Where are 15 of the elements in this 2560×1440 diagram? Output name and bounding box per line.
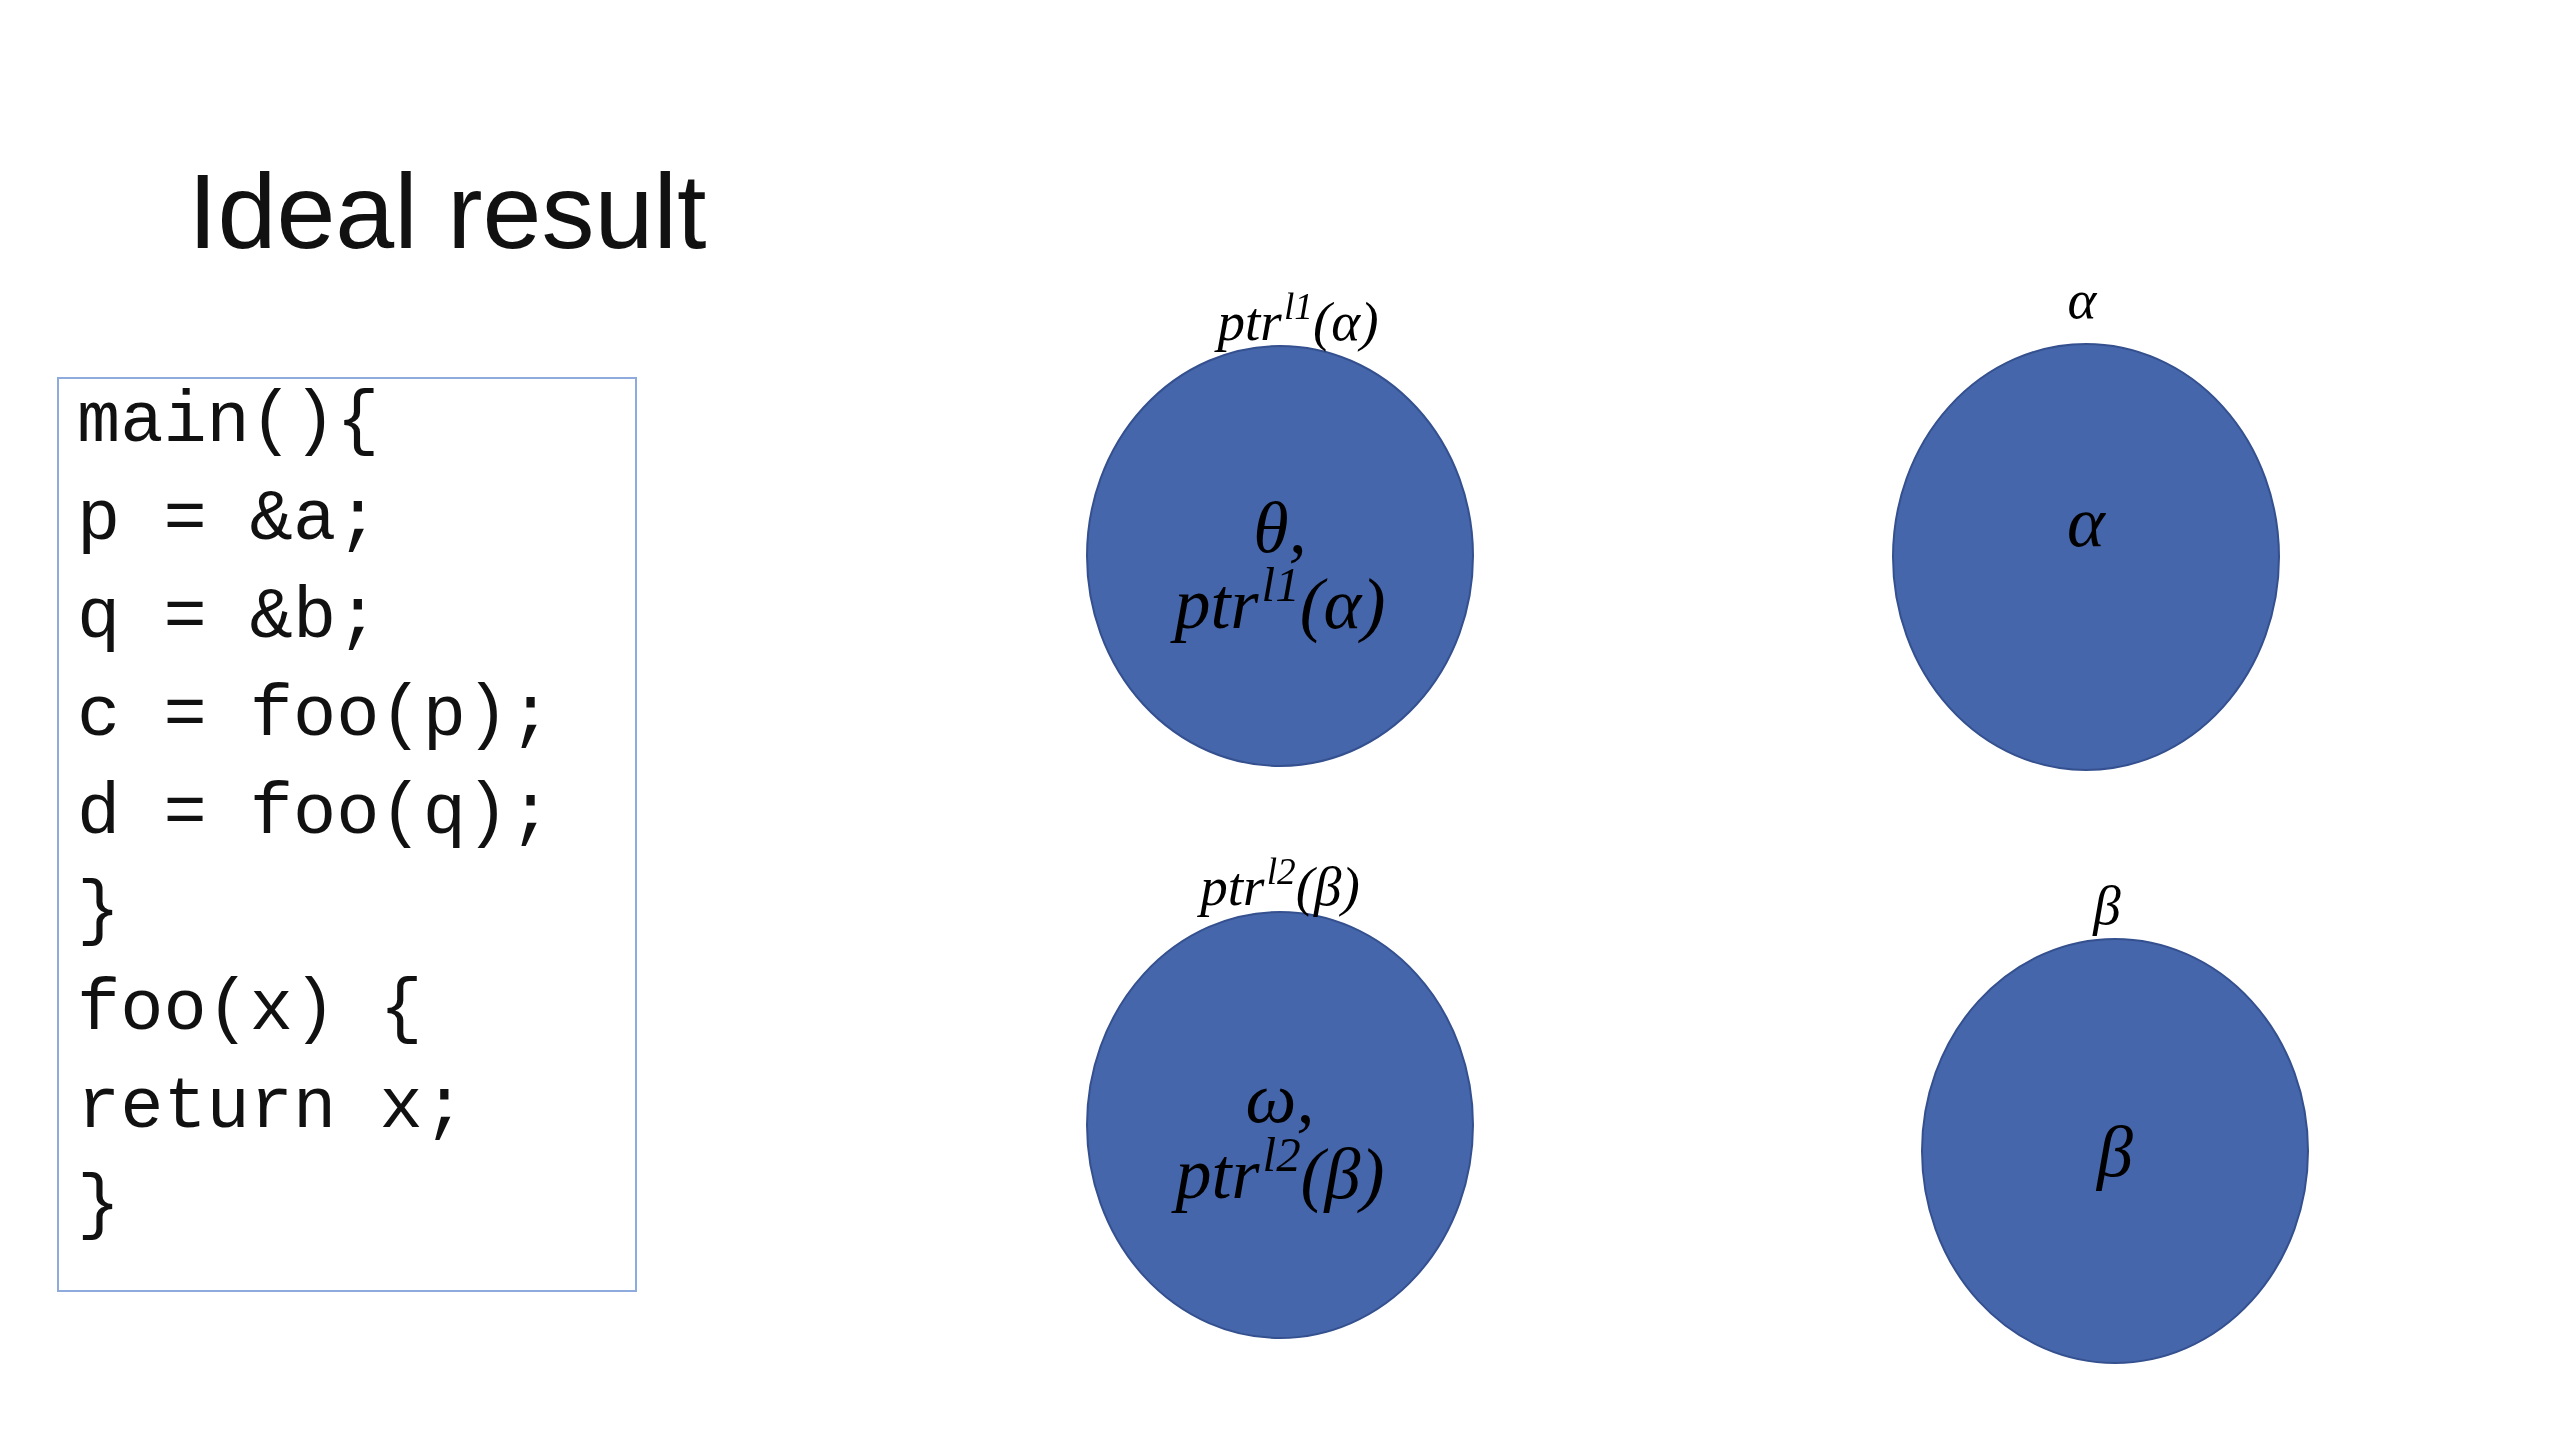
heading-label: β [2093, 875, 2121, 936]
code-line: foo(x) { [77, 968, 423, 1053]
code-line: return x; [77, 1066, 466, 1151]
code-line: q = &b; [77, 576, 380, 661]
math-expression: α [2067, 482, 2105, 562]
code-panel [57, 377, 637, 1292]
code-line: p = &a; [77, 478, 380, 563]
code-line: main(){ [77, 380, 380, 465]
slide-title: Ideal result [188, 158, 707, 264]
code-line: } [77, 870, 121, 955]
math-expression: β [2097, 1112, 2133, 1192]
code-line: c = foo(p); [77, 674, 553, 759]
code-line: d = foo(q); [77, 772, 553, 857]
code-line: } [77, 1164, 121, 1249]
heading-label: α [2067, 269, 2097, 330]
